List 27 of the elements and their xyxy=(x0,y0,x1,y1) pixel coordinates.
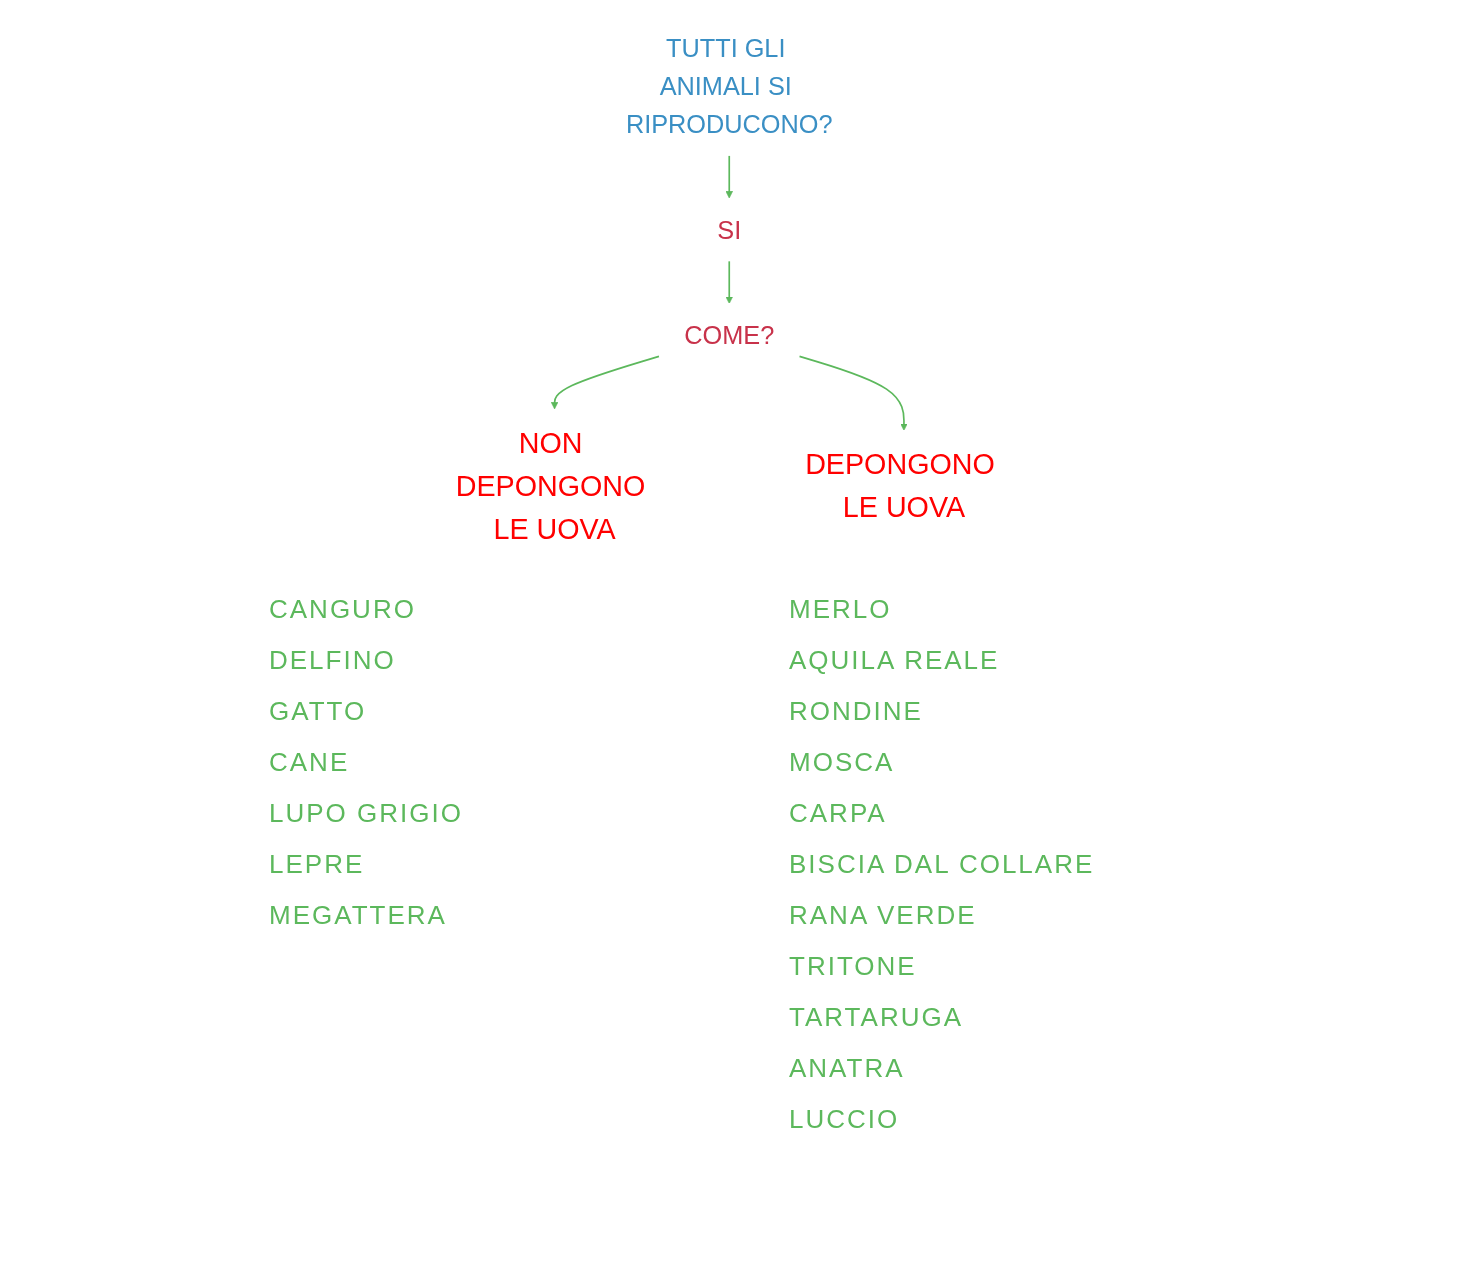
animal-name: LUPO GRIGIO xyxy=(269,798,463,829)
animal-name: AQUILA REALE xyxy=(789,645,1000,676)
animal-name: ANATRA xyxy=(789,1053,905,1084)
node-text: SI xyxy=(717,215,741,244)
animal-name: MERLO xyxy=(789,594,892,625)
animal-name: TARTARUGA xyxy=(789,1002,963,1033)
animal-name: BISCIA DAL COLLARE xyxy=(789,849,1095,880)
node-text: COME? xyxy=(684,321,774,350)
node-text: TUTTI GLI ANIMALI SI RIPRODUCONO? xyxy=(625,34,833,139)
animal-name: RONDINE xyxy=(789,696,923,727)
animal-name: MOSCA xyxy=(789,747,895,778)
arrow xyxy=(550,355,660,410)
arrow xyxy=(725,155,733,199)
animal-name: CARPA xyxy=(789,798,887,829)
animal-name: MEGATTERA xyxy=(269,900,447,931)
animal-name: LUCCIO xyxy=(789,1104,900,1135)
animal-name: RANA VERDE xyxy=(789,900,977,931)
animal-name: CANE xyxy=(269,747,350,778)
arrow xyxy=(798,355,908,431)
animal-name: DELFINO xyxy=(269,645,396,676)
animal-name: LEPRE xyxy=(269,849,365,880)
node-text: NON DEPONGONO LE UOVA xyxy=(455,426,646,545)
arrow xyxy=(725,260,733,304)
animal-name: CANGURO xyxy=(269,594,416,625)
animal-name: GATTO xyxy=(269,696,367,727)
node-text: DEPONGONO LE UOVA xyxy=(804,448,995,524)
animal-name: TRITONE xyxy=(789,951,917,982)
